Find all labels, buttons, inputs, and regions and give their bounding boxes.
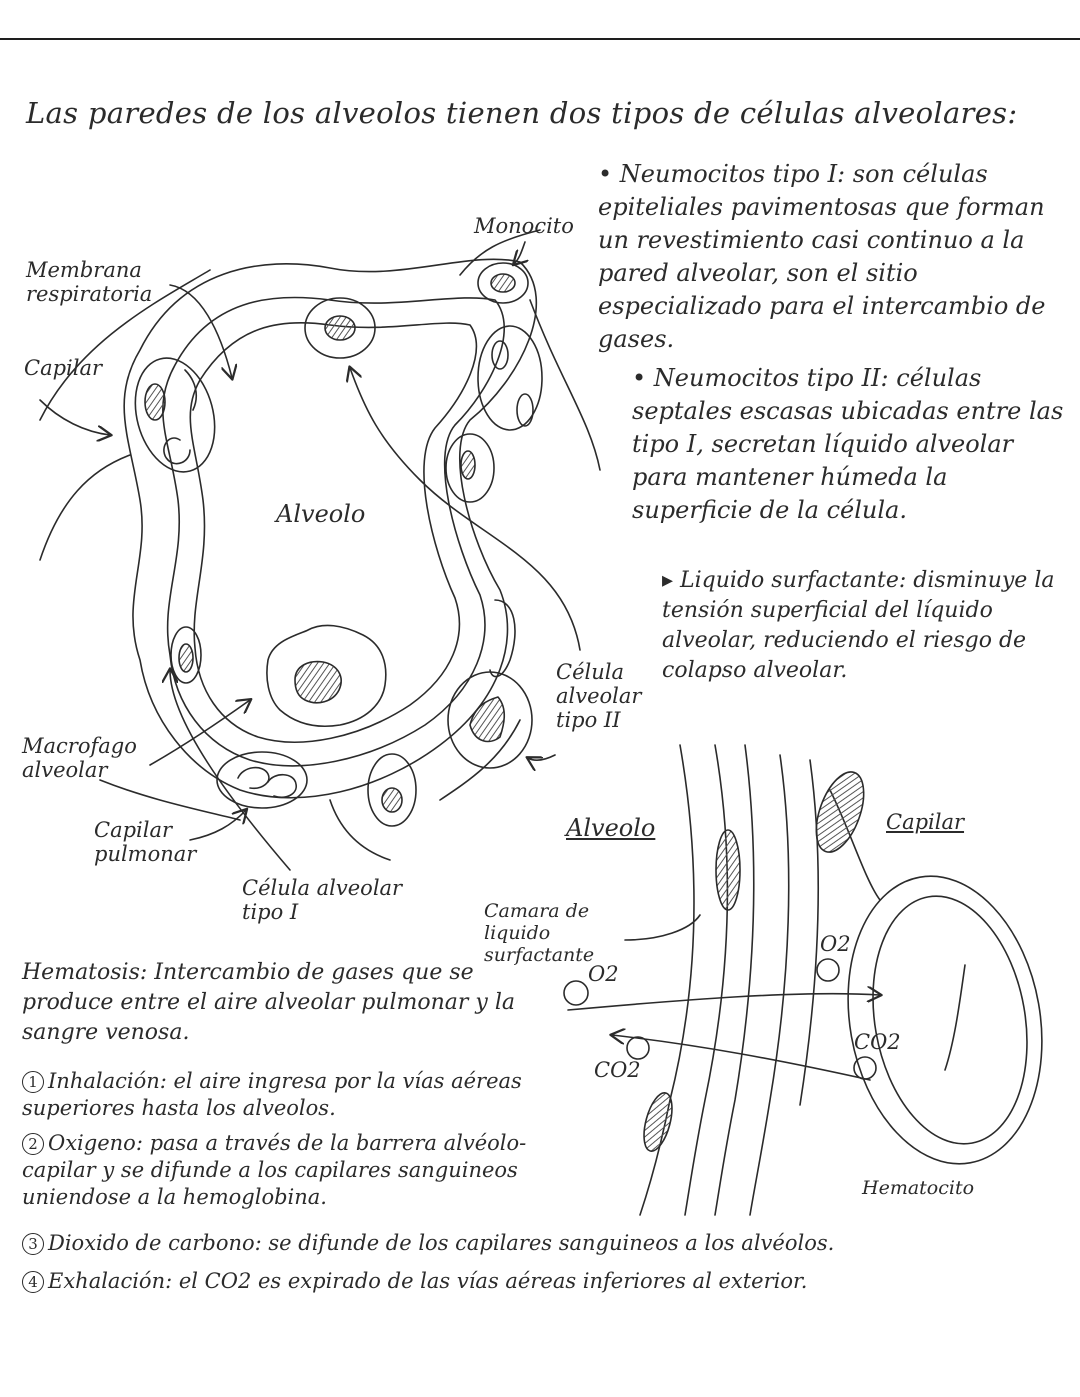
barrier-cell-nucleus-2 xyxy=(815,771,865,853)
o2-arrow xyxy=(567,994,880,1011)
step-text: Dioxido de carbono: se difunde de los ca… xyxy=(48,1231,835,1255)
label-membrana-respiratoria: Membrana respiratoria xyxy=(26,258,153,306)
label-co2-left: CO2 xyxy=(594,1058,641,1082)
bullet-neumocitos-tipo2: • Neumocitos tipo II: células septales e… xyxy=(632,364,1064,524)
step-number: 4 xyxy=(22,1271,44,1293)
label-celula-alveolar-tipo1: Célula alveolar tipo I xyxy=(242,876,403,924)
bullet-neumocitos-tipo1: • Neumocitos tipo I: son células epiteli… xyxy=(598,160,1046,353)
o2-bubble-right xyxy=(816,958,840,982)
type1-cell-nucleus xyxy=(170,626,202,684)
macrophage-cell xyxy=(266,624,387,728)
label-capilar-pulmonar: Capilar pulmonar xyxy=(94,818,197,866)
alveolus-lumen-edge xyxy=(189,322,478,743)
type2-cell xyxy=(447,599,533,769)
label-monocito: Monocito xyxy=(474,214,574,238)
capillary-bottom xyxy=(216,751,417,827)
step-text: Inhalación: el aire ingresa por la vías … xyxy=(22,1069,522,1120)
o2-bubble-left xyxy=(563,980,589,1006)
red-blood-cell-inner xyxy=(872,895,1028,1145)
label-o2-left: O2 xyxy=(588,962,619,986)
barrier-cell-nucleus-1 xyxy=(715,829,741,911)
label-hematocito: Hematocito xyxy=(862,1177,975,1199)
label-capilar-barrier: Capilar xyxy=(886,810,965,834)
label-alveolo-barrier: Alveolo xyxy=(566,814,656,842)
label-celula-alveolar-tipo2: Célula alveolar tipo II xyxy=(556,660,642,732)
step-number: 3 xyxy=(22,1233,44,1255)
barrier-cell-nucleus-3 xyxy=(643,1092,673,1152)
alveolus-outer-wall xyxy=(123,258,538,799)
step-number: 1 xyxy=(22,1071,44,1093)
step-text: Oxigeno: pasa a través de la barrera alv… xyxy=(22,1131,527,1209)
alveolus-inner-wall xyxy=(162,296,505,767)
label-capilar: Capilar xyxy=(24,356,103,380)
label-alveolo: Alveolo xyxy=(276,500,366,528)
alveolus-diagram xyxy=(39,229,601,871)
label-macrofago-alveolar: Macrofago alveolar xyxy=(22,734,137,782)
label-camara-liquido-surfactante: Camara de liquido surfactante xyxy=(484,900,595,966)
top-border-line xyxy=(0,38,1080,40)
barrier-diagram xyxy=(563,744,1043,1216)
step-text: Exhalación: el CO2 es expirado de las ví… xyxy=(48,1269,808,1293)
capillary-left xyxy=(134,357,216,473)
label-o2-right: O2 xyxy=(820,932,851,956)
hematosis-definition: Hematosis: Intercambio de gases que se p… xyxy=(22,960,515,1045)
co2-bubble-right xyxy=(853,1056,877,1080)
label-co2-right: CO2 xyxy=(854,1030,901,1054)
co2-arrow xyxy=(612,1035,871,1081)
cell-top xyxy=(304,297,376,359)
capillary-right xyxy=(445,325,543,503)
red-blood-cell-outer xyxy=(847,875,1043,1165)
page-title: Las paredes de los alveolos tienen dos t… xyxy=(26,96,1018,130)
bullet-liquido-surfactante: ▸ Liquido surfactante: disminuye la tens… xyxy=(662,568,1055,683)
step-number: 2 xyxy=(22,1133,44,1155)
co2-bubble-left xyxy=(626,1036,650,1060)
monocyte-cell xyxy=(477,262,529,304)
